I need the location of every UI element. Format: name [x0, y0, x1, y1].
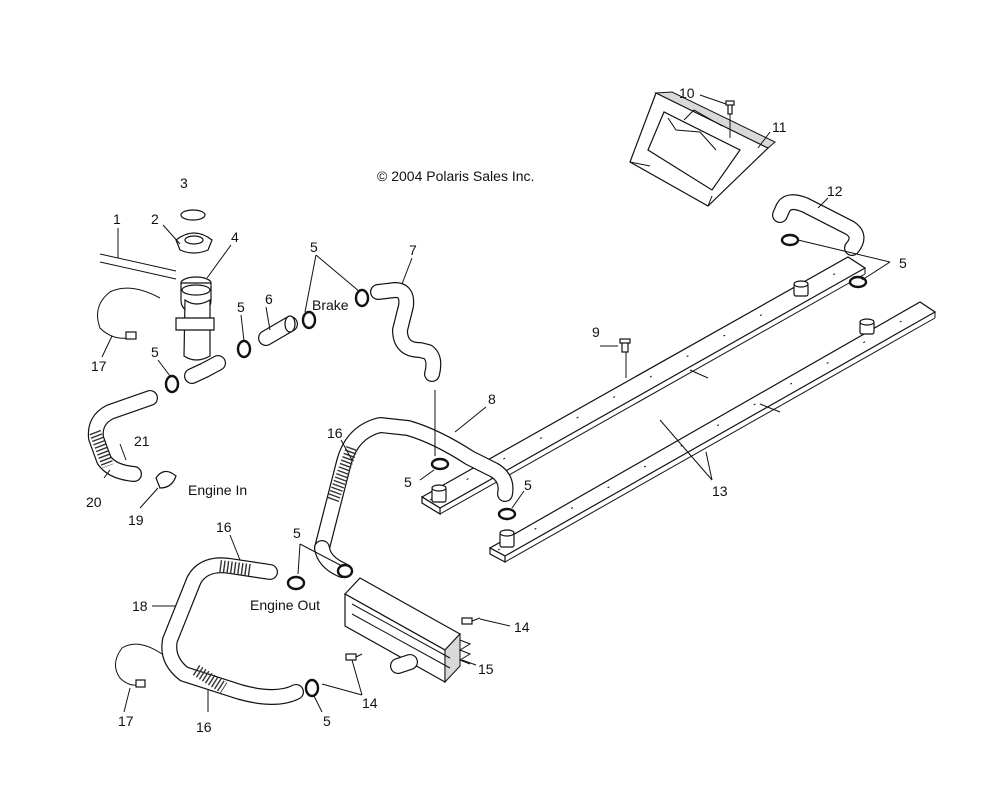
callout-14-upper: 14	[514, 619, 530, 635]
rail-port-front-left	[499, 529, 515, 548]
callout-19: 19	[128, 512, 144, 528]
leader-lines	[101, 94, 891, 713]
rail-port-front-right	[859, 318, 875, 335]
outlet-fitting	[184, 355, 226, 384]
callout-5-outlet: 5	[151, 344, 159, 360]
wire-tie-17-upper	[97, 287, 161, 340]
callout-14-lower: 14	[362, 695, 378, 711]
hose-clamps-5	[164, 233, 868, 698]
callout-20: 20	[86, 494, 102, 510]
copyright-notice: © 2004 Polaris Sales Inc.	[377, 168, 534, 184]
callout-5-rear-port: 5	[404, 474, 412, 490]
callout-5-reservoir: 5	[237, 299, 245, 315]
wire-tie-17-lower	[115, 643, 163, 688]
bleed-screw-14-upper	[461, 617, 481, 625]
callout-5-front-port: 5	[524, 477, 532, 493]
coolant-reservoir-4	[175, 276, 215, 361]
heat-exchanger-15	[344, 577, 472, 684]
callout-5-engine-out: 5	[293, 525, 301, 541]
callout-16-middle: 16	[216, 519, 232, 535]
rail-port-rear-right	[793, 280, 809, 297]
callout-17-lower: 17	[118, 713, 134, 729]
callout-3: 3	[180, 175, 188, 191]
callout-8: 8	[488, 391, 496, 407]
callout-13: 13	[712, 483, 728, 499]
callout-15: 15	[478, 661, 494, 677]
callout-10: 10	[679, 85, 695, 101]
callout-5-brake: 5	[310, 239, 318, 255]
callout-5-rails: 5	[899, 255, 907, 271]
screw-10	[725, 100, 735, 115]
clamp-19	[155, 470, 177, 489]
brake-label: Brake	[312, 297, 349, 313]
callout-16-lower: 16	[196, 719, 212, 735]
engine-in-label: Engine In	[188, 482, 247, 498]
gasket-3	[180, 209, 206, 221]
callout-11: 11	[772, 119, 787, 135]
hose-8-upper	[314, 417, 514, 578]
callout-18: 18	[132, 598, 148, 614]
callout-7: 7	[409, 242, 417, 258]
cooler-rail-front	[488, 301, 937, 563]
callout-5-exchanger: 5	[323, 713, 331, 729]
pressure-cap-2	[175, 232, 213, 254]
hose-6	[258, 315, 298, 346]
brake-hose-7	[370, 282, 442, 382]
callout-17-upper: 17	[91, 358, 107, 374]
screw-9	[619, 338, 631, 353]
vent-line-1	[99, 253, 177, 280]
callout-6: 6	[265, 291, 273, 307]
callout-4: 4	[231, 229, 239, 245]
rail-port-rear-left	[431, 484, 447, 503]
callout-2: 2	[151, 211, 159, 227]
bleed-screw-14-lower	[345, 653, 363, 661]
bypass-hose-12	[772, 194, 865, 256]
cooler-rail-rear	[420, 256, 867, 516]
engine-out-hose-18	[161, 557, 304, 705]
skid-protector	[629, 91, 776, 207]
callout-9: 9	[592, 324, 600, 340]
callout-12: 12	[827, 183, 843, 199]
callout-16-upper: 16	[327, 425, 343, 441]
engine-in-hose-20	[87, 390, 158, 482]
engine-out-label: Engine Out	[250, 597, 320, 613]
callout-1: 1	[113, 211, 121, 227]
callout-21: 21	[134, 433, 150, 449]
